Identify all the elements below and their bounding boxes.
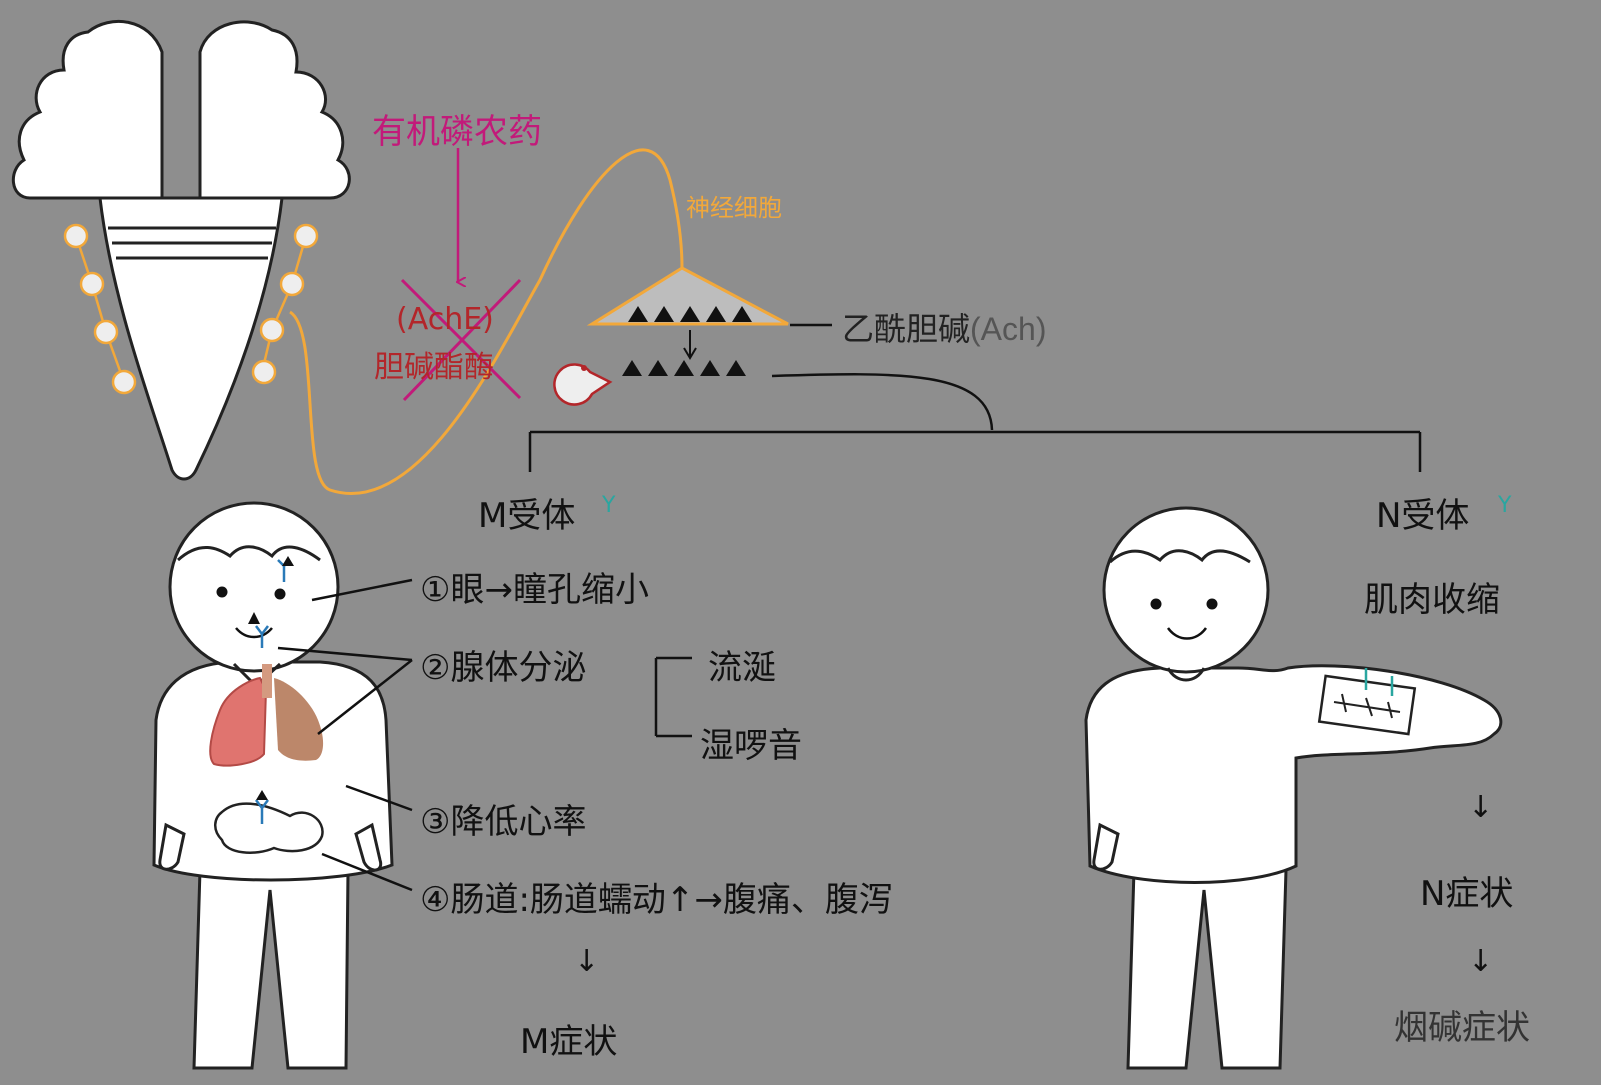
n-receptor-y-icon: Y <box>1497 493 1512 518</box>
secretion-drooling: 流涎 <box>708 648 776 688</box>
intestine-icon <box>214 802 324 854</box>
neuron-axon <box>289 148 684 495</box>
n-symptom: N症状 <box>1420 874 1514 914</box>
brain-illustration <box>11 19 351 481</box>
n-receptor-label: N受体 <box>1376 496 1470 536</box>
ach-label: 乙酰胆碱(Ach) <box>842 310 1047 348</box>
mouth-receptor-icon <box>255 625 269 648</box>
m-person-figure <box>152 501 394 1070</box>
n-person-face <box>1150 598 1218 610</box>
enzyme-inhibited-cross <box>400 278 522 402</box>
brain-left-hemisphere <box>11 19 164 200</box>
m-arrow: ↓ <box>574 944 600 979</box>
n-result: 烟碱症状 <box>1394 1008 1530 1048</box>
muscle-patch-icon <box>1317 668 1417 736</box>
lungs-icon <box>209 664 324 767</box>
neuron-label: 神经细胞 <box>686 194 782 222</box>
synaptic-terminal <box>586 266 789 326</box>
secretion-wet-rales: 湿啰音 <box>700 726 802 766</box>
enzyme-pacman-icon <box>553 363 613 406</box>
m-receptor-y-icon: Y <box>601 493 616 518</box>
m-receptor-label: M受体 <box>478 496 576 536</box>
m-effect-gland: ②腺体分泌 <box>420 648 587 688</box>
n-arrow-1: ↓ <box>1468 790 1494 825</box>
n-arrow-2: ↓ <box>1468 944 1494 979</box>
ach-vesicles <box>628 306 752 322</box>
spinal-cord <box>98 196 284 481</box>
enzyme-abbr-label: (AchE) <box>396 302 494 337</box>
m-leader-lines <box>277 578 413 892</box>
n-effect: 肌肉收缩 <box>1364 580 1500 620</box>
m-effect-heart: ③降低心率 <box>420 802 587 842</box>
release-arrow <box>683 330 697 360</box>
m-effect-intestine: ④肠道:肠道蠕动↑→腹痛、腹泻 <box>420 880 893 920</box>
ganglia-chains <box>63 223 319 395</box>
released-ach <box>622 360 746 376</box>
m-result: M症状 <box>520 1022 618 1062</box>
brain-right-hemisphere <box>198 20 351 200</box>
pesticide-label: 有机磷农药 <box>372 112 542 152</box>
m-effect-eye: ①眼→瞳孔缩小 <box>420 570 649 610</box>
enzyme-name-label: 胆碱酯酶 <box>374 350 494 385</box>
secretion-bracket <box>654 656 692 738</box>
branch-connector <box>528 373 1422 472</box>
m-person-face <box>216 586 286 624</box>
intestine-receptor-icon <box>255 799 269 824</box>
